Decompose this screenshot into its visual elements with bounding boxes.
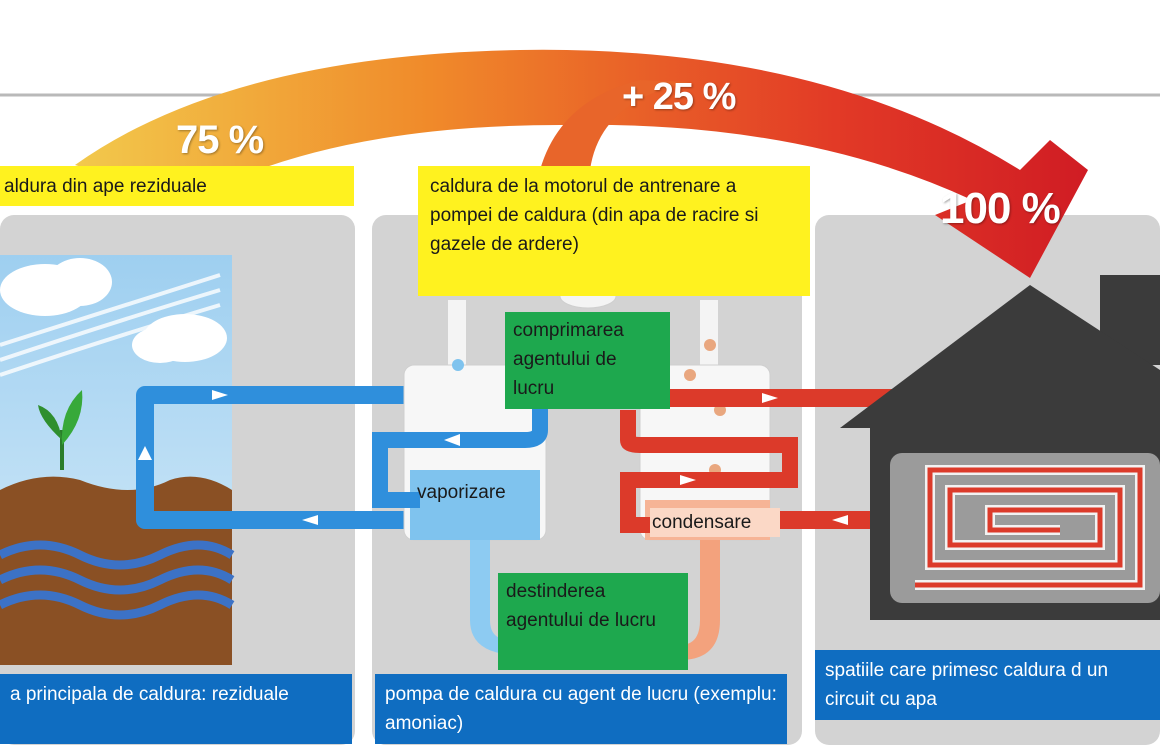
plant-icon <box>38 390 83 470</box>
label-waste-water-heat: aldura din ape reziduale <box>0 166 354 206</box>
panel-heat-pump: pompa de caldura cu agent de lucru (exem… <box>375 674 787 744</box>
percent-engine-heat: + 25 % <box>622 76 736 118</box>
energy-flow-arrow <box>75 49 1088 278</box>
house-icon <box>840 275 1160 620</box>
arrow-left-icon <box>444 434 460 446</box>
label-engine-heat: caldura de la motorul de antrenare a pom… <box>418 166 810 296</box>
water-waves <box>0 540 235 620</box>
percent-total: 100 % <box>940 184 1061 233</box>
label-compression: comprimarea agentului de lucru <box>505 312 670 409</box>
arrow-right-icon <box>212 390 228 400</box>
main-arc <box>75 49 1088 278</box>
panel-source: a principala de caldura: reziduale <box>0 674 352 744</box>
arrow-left-icon <box>302 515 318 525</box>
panel-heated-spaces: spatiile care primesc caldura d un circu… <box>815 650 1160 720</box>
label-evaporation: vaporizare <box>417 482 506 503</box>
arrow-up-icon <box>138 446 152 460</box>
nature-scene <box>0 255 235 665</box>
cloud-icon <box>0 258 227 363</box>
floor-heating-pipe <box>915 467 1143 588</box>
label-condensation: condensare <box>650 508 780 537</box>
percent-waste-heat: 75 % <box>176 118 264 162</box>
label-expansion: destinderea agentului de lucru <box>498 573 688 670</box>
cold-loop-arrows <box>138 390 318 525</box>
arrow-right-icon <box>762 393 778 403</box>
arrow-right-icon <box>680 475 696 485</box>
wind-lines <box>0 273 221 377</box>
arrow-left-icon <box>832 515 848 525</box>
engine-branch <box>540 80 690 170</box>
